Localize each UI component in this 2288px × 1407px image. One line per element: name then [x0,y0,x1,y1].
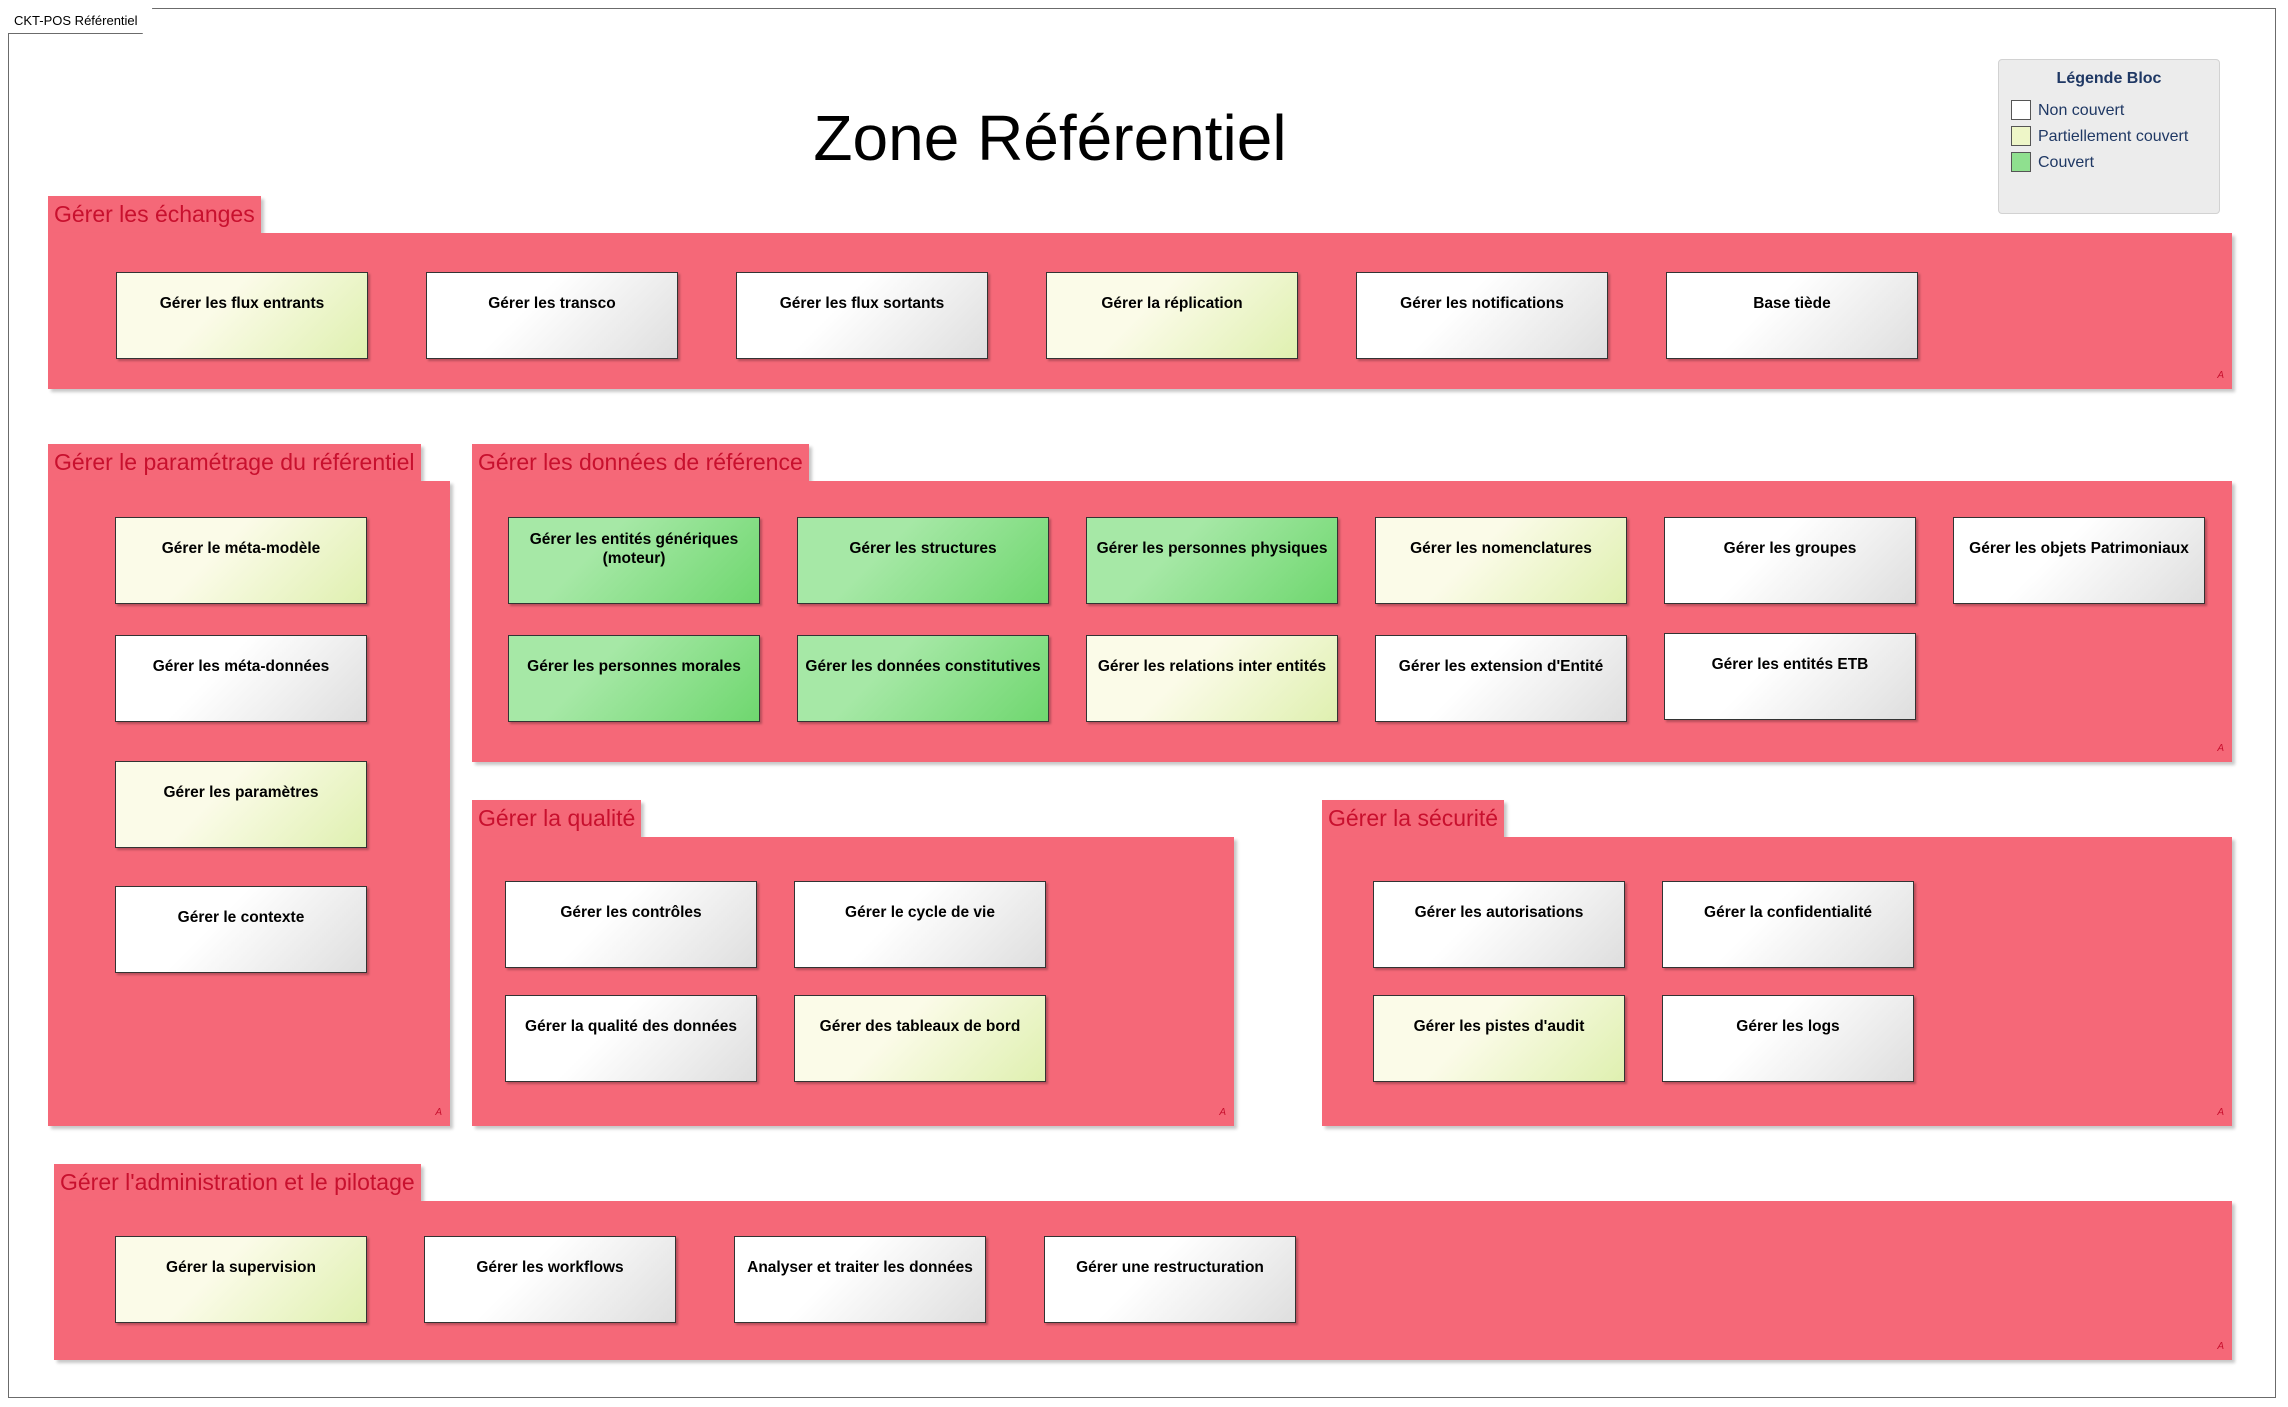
block-base-tiede[interactable]: Base tiède [1666,272,1918,359]
block-tableaux-de-bord[interactable]: Gérer des tableaux de bord [794,995,1046,1082]
block-pistes-audit[interactable]: Gérer les pistes d'audit [1373,995,1625,1082]
block-personnes-morales[interactable]: Gérer les personnes morales [508,635,760,722]
block-flux-sortants[interactable]: Gérer les flux sortants [736,272,988,359]
group-donnees-reference[interactable]: Gérer les données de référence A Gérer l… [472,444,2232,762]
page-title: Zone Référentiel [813,102,1287,174]
legend-item-non-couvert: Non couvert [2011,99,2125,122]
group-qualite[interactable]: Gérer la qualité A Gérer les contrôles G… [472,800,1234,1126]
block-logs[interactable]: Gérer les logs [1662,995,1914,1082]
block-autorisations[interactable]: Gérer les autorisations [1373,881,1625,968]
group-securite[interactable]: Gérer la sécurité A Gérer les autorisati… [1322,800,2232,1126]
block-personnes-physiques[interactable]: Gérer les personnes physiques [1086,517,1338,604]
block-groupes[interactable]: Gérer les groupes [1664,517,1916,604]
group-body: A [472,481,2232,762]
block-confidentialite[interactable]: Gérer la confidentialité [1662,881,1914,968]
legend-swatch-non-couvert [2011,99,2031,120]
group-administration[interactable]: Gérer l'administration et le pilotage A … [54,1164,2232,1360]
group-parametrage[interactable]: Gérer le paramétrage du référentiel A Gé… [48,444,450,1126]
block-donnees-constitutives[interactable]: Gérer les données constitutives [797,635,1049,722]
group-title: Gérer les échanges [48,196,261,233]
block-flux-entrants[interactable]: Gérer les flux entrants [116,272,368,359]
block-notifications[interactable]: Gérer les notifications [1356,272,1608,359]
block-supervision[interactable]: Gérer la supervision [115,1236,367,1323]
block-nomenclatures[interactable]: Gérer les nomenclatures [1375,517,1627,604]
block-objets-patrimoniaux[interactable]: Gérer les objets Patrimoniaux [1953,517,2205,604]
block-analyser-traiter[interactable]: Analyser et traiter les données [734,1236,986,1323]
legend-swatch-couvert [2011,151,2031,172]
group-echanges[interactable]: Gérer les échanges A Gérer les flux entr… [48,196,2232,389]
block-meta-donnees[interactable]: Gérer les méta-données [115,635,367,722]
block-relations-inter-entites[interactable]: Gérer les relations inter entités [1086,635,1338,722]
group-title: Gérer le paramétrage du référentiel [48,444,421,481]
block-qualite-donnees[interactable]: Gérer la qualité des données [505,995,757,1082]
legend: Légende Bloc Non couvert Partiellement c… [1998,59,2220,214]
legend-label: Partiellement couvert [2038,128,2189,145]
group-title: Gérer l'administration et le pilotage [54,1164,421,1201]
group-marker: A [1219,1107,1226,1118]
diagram-frame [8,8,2276,1398]
legend-item-couvert: Couvert [2011,151,2095,174]
group-marker: A [435,1107,442,1118]
block-restructuration[interactable]: Gérer une restructuration [1044,1236,1296,1323]
block-workflows[interactable]: Gérer les workflows [424,1236,676,1323]
block-entites-etb[interactable]: Gérer les entités ETB [1664,633,1916,720]
legend-label: Non couvert [2038,102,2125,119]
block-contexte[interactable]: Gérer le contexte [115,886,367,973]
group-title: Gérer la qualité [472,800,642,837]
block-structures[interactable]: Gérer les structures [797,517,1049,604]
block-entites-generiques[interactable]: Gérer les entités génériques (moteur) [508,517,760,604]
legend-item-partiellement-couvert: Partiellement couvert [2011,125,2189,148]
group-marker: A [2217,1107,2224,1118]
block-controles[interactable]: Gérer les contrôles [505,881,757,968]
block-meta-modele[interactable]: Gérer le méta-modèle [115,517,367,604]
legend-title: Légende Bloc [2056,70,2162,87]
group-title: Gérer la sécurité [1322,800,1505,837]
block-replication[interactable]: Gérer la réplication [1046,272,1298,359]
group-marker: A [2217,1341,2224,1352]
group-title: Gérer les données de référence [472,444,809,481]
legend-swatch-partiellement-couvert [2011,125,2031,146]
legend-label: Couvert [2038,154,2095,171]
block-transco[interactable]: Gérer les transco [426,272,678,359]
block-parametres[interactable]: Gérer les paramètres [115,761,367,848]
block-cycle-de-vie[interactable]: Gérer le cycle de vie [794,881,1046,968]
block-extension-entite[interactable]: Gérer les extension d'Entité [1375,635,1627,722]
group-marker: A [2217,370,2224,381]
frame-label: CKT-POS Référentiel [8,8,153,34]
group-marker: A [2217,743,2224,754]
